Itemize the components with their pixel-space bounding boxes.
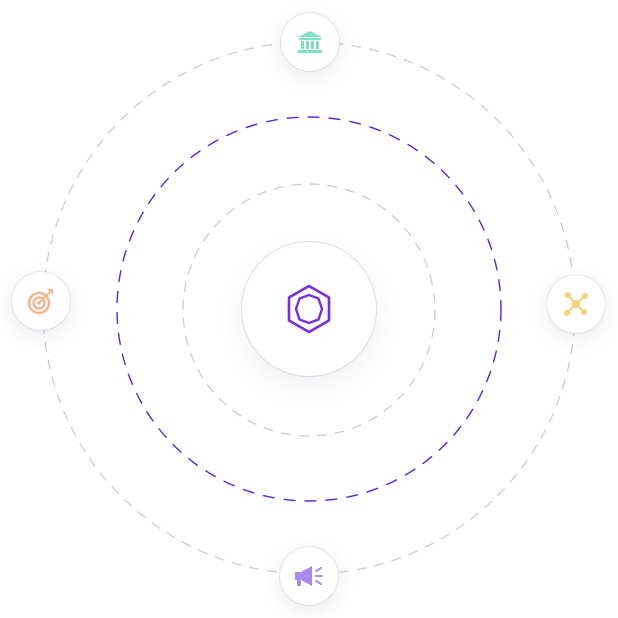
network-node[interactable] [547,275,605,333]
network-icon [564,292,588,316]
middle-ring [116,116,502,502]
center-node [242,242,376,376]
inner-ring [182,183,436,437]
megaphone-icon [295,566,323,586]
hexagon-logo-icon [287,284,331,334]
megaphone-node[interactable] [280,547,338,605]
bank-node[interactable] [281,13,339,71]
target-node[interactable] [12,272,70,330]
target-icon [27,289,53,315]
bank-icon [298,31,322,53]
